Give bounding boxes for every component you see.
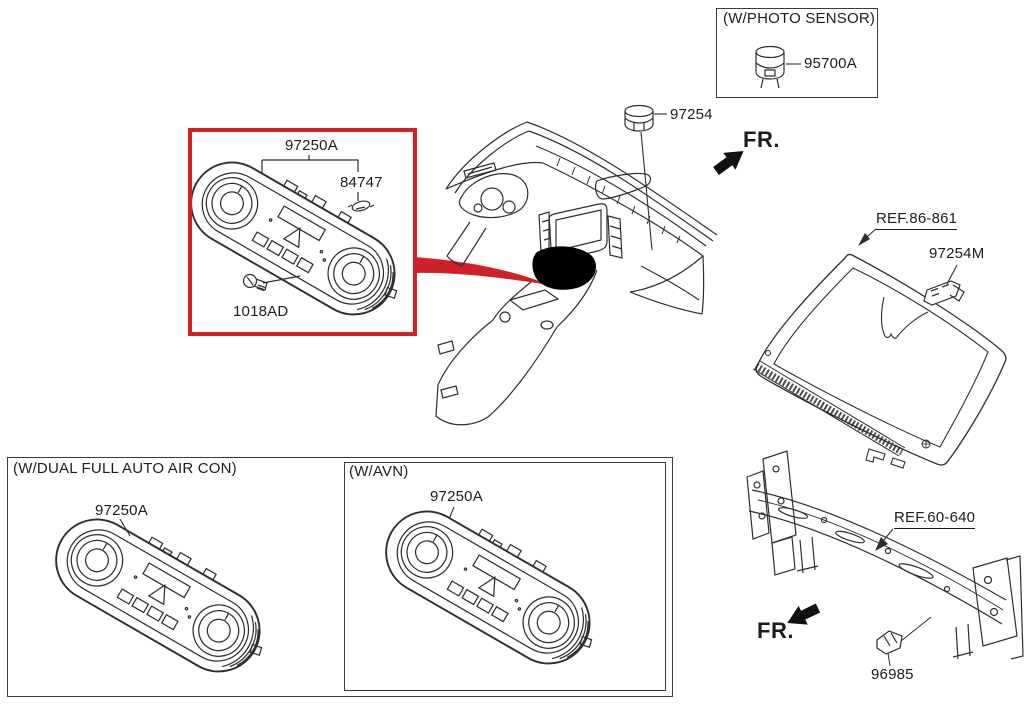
- part-number-97250a-dual[interactable]: 97250A: [95, 502, 148, 519]
- windshield-illustration: [752, 253, 1007, 469]
- highlight-box: [188, 128, 417, 336]
- fr-bottom-label: FR.: [757, 618, 794, 643]
- part-number-97254m[interactable]: 97254M: [929, 245, 985, 262]
- screw-1018ad-icon: [242, 273, 268, 292]
- dashboard-illustration: [435, 121, 718, 426]
- heater-control-location-blackout: [532, 246, 596, 290]
- ref-86-861-link[interactable]: REF.86-861: [876, 210, 958, 230]
- part-number-84747[interactable]: 84747: [340, 174, 383, 191]
- avn-unit-illustration: [370, 488, 616, 683]
- windshield-ref-arrowhead-icon: [858, 233, 870, 246]
- dual-air-con-box: [7, 457, 673, 697]
- avn-box-title: (W/AVN): [349, 463, 409, 480]
- heater-control-illustration: [175, 139, 421, 334]
- dual-air-con-box-title: (W/DUAL FULL AUTO AIR CON): [13, 460, 237, 477]
- part-number-1018ad[interactable]: 1018AD: [233, 303, 289, 320]
- windshield-cover-97254m-icon: [923, 280, 965, 306]
- part-number-95700a[interactable]: 95700A: [804, 55, 857, 72]
- part-number-97254[interactable]: 97254: [670, 106, 713, 123]
- part-number-97250a-avn[interactable]: 97250A: [430, 488, 483, 505]
- bumper-reinforcement-illustration: [746, 450, 1024, 660]
- dual-air-con-unit-illustration: [40, 496, 286, 691]
- photo-sensor-95700a-icon: [755, 45, 785, 89]
- photo-sensor-box-title: (W/PHOTO SENSOR): [723, 10, 876, 27]
- fr-top-label: FR.: [743, 127, 780, 152]
- photo-sensor-box: [716, 8, 878, 98]
- roof-sensor-97254-icon: [624, 104, 654, 132]
- clip-84747-icon: [347, 200, 375, 212]
- impact-sensor-96985-icon: [876, 630, 903, 655]
- part-number-97250a-main[interactable]: 97250A: [285, 137, 338, 154]
- part-number-96985[interactable]: 96985: [871, 666, 914, 683]
- red-pointer-swoosh: [414, 257, 549, 285]
- ref-60-640-link[interactable]: REF.60-640: [894, 509, 976, 529]
- fr-bottom-arrow-icon: [787, 603, 821, 625]
- avn-box: [344, 462, 666, 691]
- reinforcement-ref-arrowhead-icon: [875, 537, 888, 551]
- callout-bracket-97250a: [261, 155, 359, 284]
- fr-top-arrow-icon: [713, 150, 744, 176]
